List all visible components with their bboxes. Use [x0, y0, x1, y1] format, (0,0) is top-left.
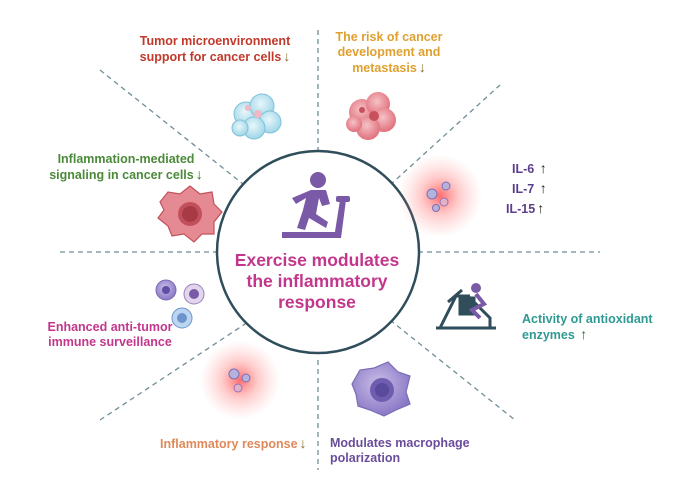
up-arrow-icon: ↑ — [537, 200, 545, 216]
up-arrow-icon: ↑ — [580, 326, 588, 342]
label-line: Inflammatory response↓ — [160, 436, 320, 452]
antitumor-surveillance-label: Enhanced anti-tumor immune surveillance — [40, 320, 180, 350]
label-text: support for cancer cells — [139, 50, 282, 64]
inflammatory-response-label: Inflammatory response↓ — [160, 436, 320, 452]
interleukin-name: IL-7 — [512, 182, 535, 196]
label-line: Inflammation-mediated — [57, 152, 195, 166]
leg-press-machine-icon — [436, 283, 496, 330]
up-arrow-icon: ↑ — [539, 180, 547, 196]
label-line: development and — [337, 45, 441, 59]
center-circle — [215, 149, 421, 355]
label-line: metastasis↓ — [324, 60, 454, 76]
macrophage-polarization-label: Modulates macrophage polarization — [330, 436, 500, 466]
divider-line — [389, 84, 501, 186]
runner-on-treadmill-icon — [282, 172, 350, 238]
center-title-line: Exercise modulates — [234, 250, 400, 270]
down-arrow-icon: ↓ — [299, 435, 307, 451]
label-line: support for cancer cells↓ — [130, 49, 300, 65]
cytokine-glow-icon — [398, 154, 482, 238]
tumor-cell-icon — [157, 185, 223, 243]
label-line: polarization — [330, 451, 401, 465]
center-title: Exercise modulates the inflammatory resp… — [222, 250, 412, 313]
interleukin-name: IL-15 — [506, 202, 536, 216]
label-line: immune surveillance — [48, 335, 172, 349]
inflammation-signaling-label: Inflammation-mediated signaling in cance… — [46, 152, 206, 183]
label-text: signaling in cancer cells — [49, 168, 194, 182]
down-arrow-icon: ↓ — [418, 59, 426, 75]
label-line: The risk of cancer — [335, 30, 443, 44]
center-title-line: response — [278, 292, 356, 312]
label-line: enzymes ↑ — [522, 327, 672, 343]
cancer-risk-label: The risk of cancer development and metas… — [324, 30, 454, 76]
label-line: Tumor microenvironment — [139, 34, 291, 48]
interleukin-item: IL-15↑ — [506, 200, 544, 216]
down-arrow-icon: ↓ — [283, 48, 291, 64]
cell-cluster-icon — [231, 93, 282, 140]
label-line: Activity of antioxidant — [522, 312, 653, 326]
interleukin-item: IL-6 ↑ — [512, 160, 547, 176]
down-arrow-icon: ↓ — [195, 166, 203, 182]
interleukin-item: IL-7 ↑ — [512, 180, 547, 196]
label-line: Enhanced anti-tumor — [47, 320, 173, 334]
up-arrow-icon: ↑ — [539, 160, 547, 176]
antioxidant-activity-label: Activity of antioxidant enzymes ↑ — [522, 312, 672, 343]
label-text: enzymes — [522, 328, 575, 342]
center-title-line: the inflammatory — [246, 271, 388, 291]
cytokine-glow-icon — [200, 340, 280, 420]
label-line: signaling in cancer cells↓ — [46, 167, 206, 183]
tumor-microenvironment-label: Tumor microenvironment support for cance… — [130, 34, 300, 65]
divider-lines — [60, 30, 600, 470]
immune-cells-icon — [155, 279, 205, 329]
macrophage-icon — [351, 361, 411, 417]
label-text: metastasis — [352, 61, 417, 75]
tumor-cluster-icon — [346, 92, 396, 140]
label-text: Inflammatory response — [160, 437, 298, 451]
divider-line — [99, 321, 249, 421]
label-line: Modulates macrophage — [330, 436, 470, 450]
divider-line — [99, 69, 249, 189]
interleukin-name: IL-6 — [512, 162, 535, 176]
